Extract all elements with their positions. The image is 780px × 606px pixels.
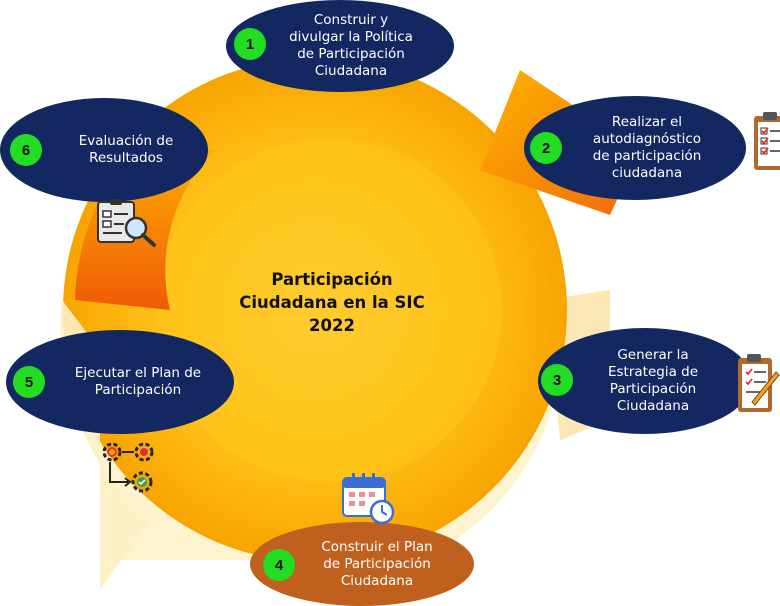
- step-1-badge: 1: [234, 28, 266, 60]
- step-3-label: Generar la Estrategia de Participación C…: [607, 347, 699, 414]
- diagram-title: Participación Ciudadana en la SIC 2022: [239, 270, 425, 335]
- step-3-badge: 3: [541, 364, 573, 396]
- step-6-badge: 6: [10, 134, 42, 166]
- step-5-badge: 5: [13, 366, 45, 398]
- step-1-label: Construir y divulgar la Política de Part…: [289, 12, 413, 79]
- calendar-clock-icon: [342, 473, 395, 525]
- step-1-node: Construir y divulgar la Política de Part…: [226, 0, 454, 92]
- step-5-label: Ejecutar el Plan de Participación: [74, 365, 202, 398]
- clipboard-pencil-icon: [738, 354, 780, 412]
- clipboard-checklist-icon: [754, 112, 780, 170]
- step-3-node: Generar la Estrategia de Participación C…: [538, 328, 752, 434]
- step-2-label: Realizar el autodiagnóstico de participa…: [592, 114, 702, 181]
- step-4-badge: 4: [263, 549, 295, 581]
- step-2-badge: 2: [530, 132, 562, 164]
- ring-center: [158, 138, 502, 482]
- step-4-label: Construir el Plan de Participación Ciuda…: [321, 538, 433, 589]
- step-6-label: Evaluación de Resultados: [78, 133, 174, 166]
- document-magnifier-icon: [97, 199, 156, 247]
- gears-process-icon: [102, 442, 154, 493]
